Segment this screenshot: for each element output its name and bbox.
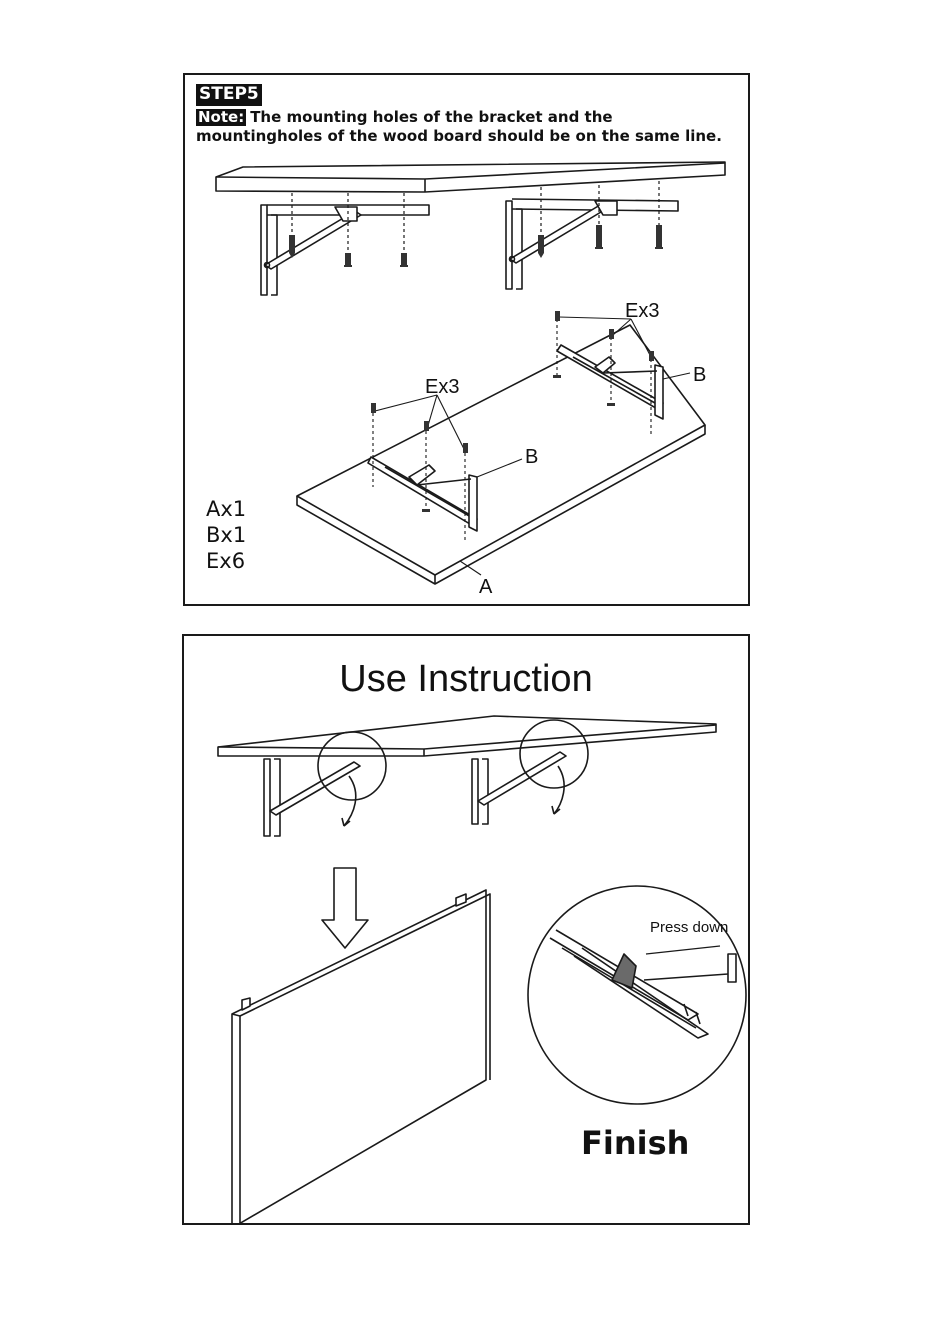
use-instruction-panel: Use Instruction [182, 634, 750, 1225]
folded-board [232, 890, 490, 1223]
tabletop-board [216, 162, 725, 192]
label-b-left: B [525, 446, 538, 468]
rotate-arrow-left [344, 776, 356, 826]
step5-panel: STEP5 Note:The mounting holes of the bra… [183, 73, 750, 606]
open-table [218, 716, 716, 836]
press-down-label: Press down [650, 919, 728, 936]
parts-list-e: Ex6 [206, 549, 245, 573]
parts-list-b: Bx1 [206, 523, 246, 547]
label-ex3-right: Ex3 [625, 300, 659, 322]
rotate-arrow-right [554, 766, 564, 814]
label-b-right: B [693, 364, 706, 386]
label-a: A [479, 576, 493, 598]
down-arrow [322, 868, 368, 948]
step5-diagram: Ex3 Ex3 B B A Ax1 Bx1 Ex6 [185, 75, 748, 604]
finish-label: Finish [581, 1124, 689, 1162]
parts-list-a: Ax1 [206, 497, 246, 521]
screws-top [289, 225, 663, 267]
label-ex3-left: Ex3 [425, 376, 459, 398]
wood-board-a [297, 325, 705, 584]
bracket-right [506, 199, 678, 289]
